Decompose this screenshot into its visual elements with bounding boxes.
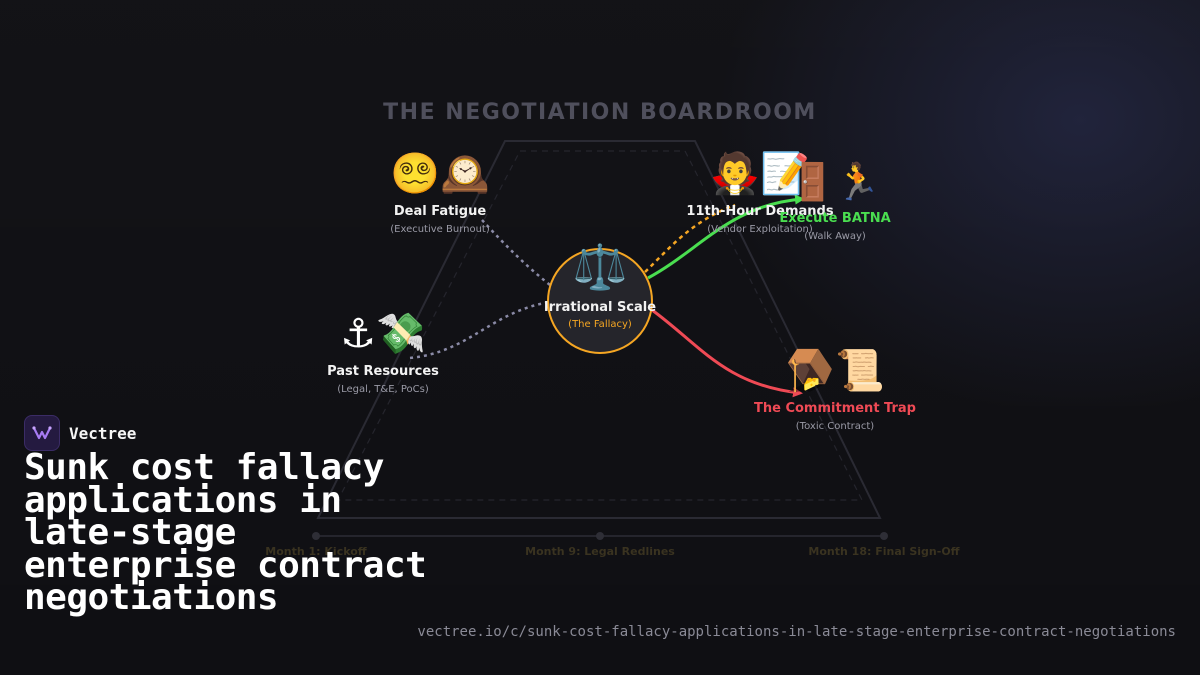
scale-icon: ⚖️	[572, 242, 628, 293]
vendor-demands-connector	[644, 203, 736, 273]
article-headline: Sunk cost fallacy applications in late-s…	[24, 447, 427, 618]
batna-sublabel: (Walk Away)	[804, 231, 866, 242]
deal-fatigue-label: Deal Fatigue	[393, 204, 487, 219]
commitment-trap-label: The Commitment Trap	[754, 401, 916, 416]
deal-fatigue-node: 😵‍💫🕰️ Deal Fatigue (Executive Burnout)	[340, 152, 540, 235]
brand-name: Vectree	[69, 423, 137, 443]
diagram-title: THE NEGOTIATION BOARDROOM	[383, 100, 817, 125]
batna-label: Execute BATNA	[779, 211, 891, 226]
boardroom-table-outer	[316, 140, 882, 519]
commitment-trap-arrow	[651, 308, 803, 398]
vendor-demands-sublabel: (Vendor Exploitation)	[707, 224, 813, 235]
irrational-scale-label-group: ⚖️ Irrational Scale (The Fallacy)	[500, 242, 700, 331]
past-resources-node: ⚓💸 Past Resources (Legal, T&E, PoCs)	[283, 312, 483, 395]
timeline-label-end: Month 18: Final Sign-Off	[808, 545, 960, 558]
commitment-trap-node: 🪤📜 The Commitment Trap (Toxic Contract)	[735, 349, 935, 432]
boardroom-table-inner	[337, 150, 863, 501]
past-resources-label: Past Resources	[327, 364, 439, 379]
irrational-scale-label: Irrational Scale	[543, 300, 657, 315]
vendor-demands-label: 11th-Hour Demands	[686, 204, 834, 219]
timeline-tick-end	[880, 532, 888, 540]
timeline-tick-mid	[596, 532, 604, 540]
vectree-logo-icon	[24, 415, 60, 451]
batna-node: 🚪🏃 Execute BATNA (Walk Away)	[735, 161, 935, 242]
deal-fatigue-connector	[481, 219, 551, 286]
timeline-label-start: Month 1: Kickoff	[265, 545, 367, 558]
dizzy-clock-icon: 😵‍💫🕰️	[390, 151, 490, 197]
commitment-trap-sublabel: (Toxic Contract)	[795, 421, 875, 432]
door-runner-icon: 🚪🏃	[790, 162, 880, 203]
timeline-tick-start	[312, 532, 320, 540]
past-resources-sublabel: (Legal, T&E, PoCs)	[337, 384, 429, 395]
brand: Vectree	[24, 415, 136, 451]
trap-scroll-icon: 🪤📜	[785, 348, 885, 394]
anchor-money-icon: ⚓💸	[340, 311, 426, 357]
vampire-memo-icon: 🧛📝	[710, 151, 810, 197]
vendor-demands-node: 🧛📝 11th-Hour Demands (Vendor Exploitatio…	[660, 152, 860, 235]
irrational-scale-sublabel: (The Fallacy)	[568, 319, 632, 330]
article-url[interactable]: vectree.io/c/sunk-cost-fallacy-applicati…	[417, 624, 1176, 640]
timeline-label-mid: Month 9: Legal Redlines	[525, 545, 675, 558]
batna-arrow	[647, 194, 805, 280]
deal-fatigue-sublabel: (Executive Burnout)	[390, 224, 490, 235]
irrational-scale-node	[547, 248, 653, 354]
